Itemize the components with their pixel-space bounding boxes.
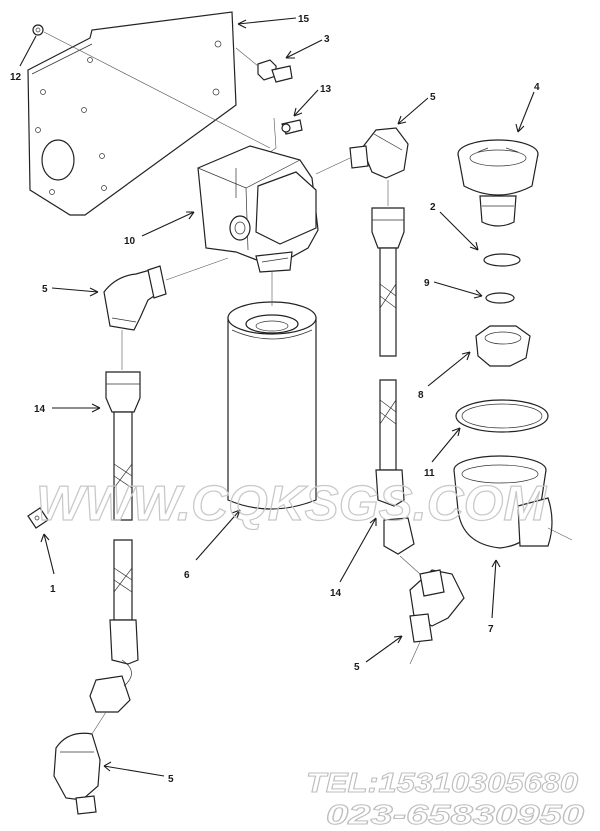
filter-canister [227, 272, 317, 510]
callout-5-top: 5 [430, 92, 436, 103]
callout-10: 10 [124, 236, 136, 247]
leader-lines [19, 17, 535, 777]
callout-2: 2 [430, 202, 436, 213]
callout-7: 7 [488, 624, 494, 635]
nut-8 [475, 325, 531, 367]
filter-head [197, 145, 319, 273]
callout-11: 11 [424, 468, 435, 479]
callout-5-bottom: 5 [168, 774, 174, 785]
watermark-phone: 023-65830950 [326, 799, 585, 830]
bowl-7 [453, 455, 573, 549]
mounting-bracket [27, 11, 237, 216]
watermark-tel: TEL:15310305680 [306, 767, 578, 798]
washer-12 [32, 24, 44, 36]
callout-5-right: 5 [354, 662, 360, 673]
callout-15: 15 [298, 14, 310, 25]
elbow-fitting-left-lower [53, 711, 107, 815]
callout-14-right: 14 [330, 588, 342, 599]
elbow-fitting-right-lower [399, 555, 465, 665]
callout-6: 6 [184, 570, 190, 581]
o-ring-9 [485, 292, 515, 304]
hose-left [89, 330, 141, 713]
callout-1: 1 [50, 584, 56, 595]
elbow-fitting-left-upper [103, 257, 229, 331]
bolt-3 [235, 47, 293, 83]
callout-labels: 15 3 12 13 5 4 10 2 9 5 8 14 11 1 6 14 7… [10, 14, 540, 785]
screw-13 [269, 117, 303, 153]
callout-3: 3 [324, 34, 330, 45]
o-ring-2 [483, 253, 521, 267]
callout-14-left: 14 [34, 404, 46, 415]
callout-8: 8 [418, 390, 424, 401]
elbow-fitting-right-upper [315, 127, 409, 179]
seal-ring-11 [455, 399, 549, 433]
hose-right [371, 180, 415, 555]
callout-4: 4 [534, 82, 540, 93]
callout-9: 9 [424, 278, 430, 289]
watermark-site: WWW.CQKSGS.COM [36, 477, 547, 531]
clip-1 [27, 507, 49, 529]
filter-cap-4 [457, 139, 539, 227]
callout-5-left: 5 [42, 284, 48, 295]
callout-12: 12 [10, 72, 22, 83]
callout-13: 13 [320, 84, 332, 95]
